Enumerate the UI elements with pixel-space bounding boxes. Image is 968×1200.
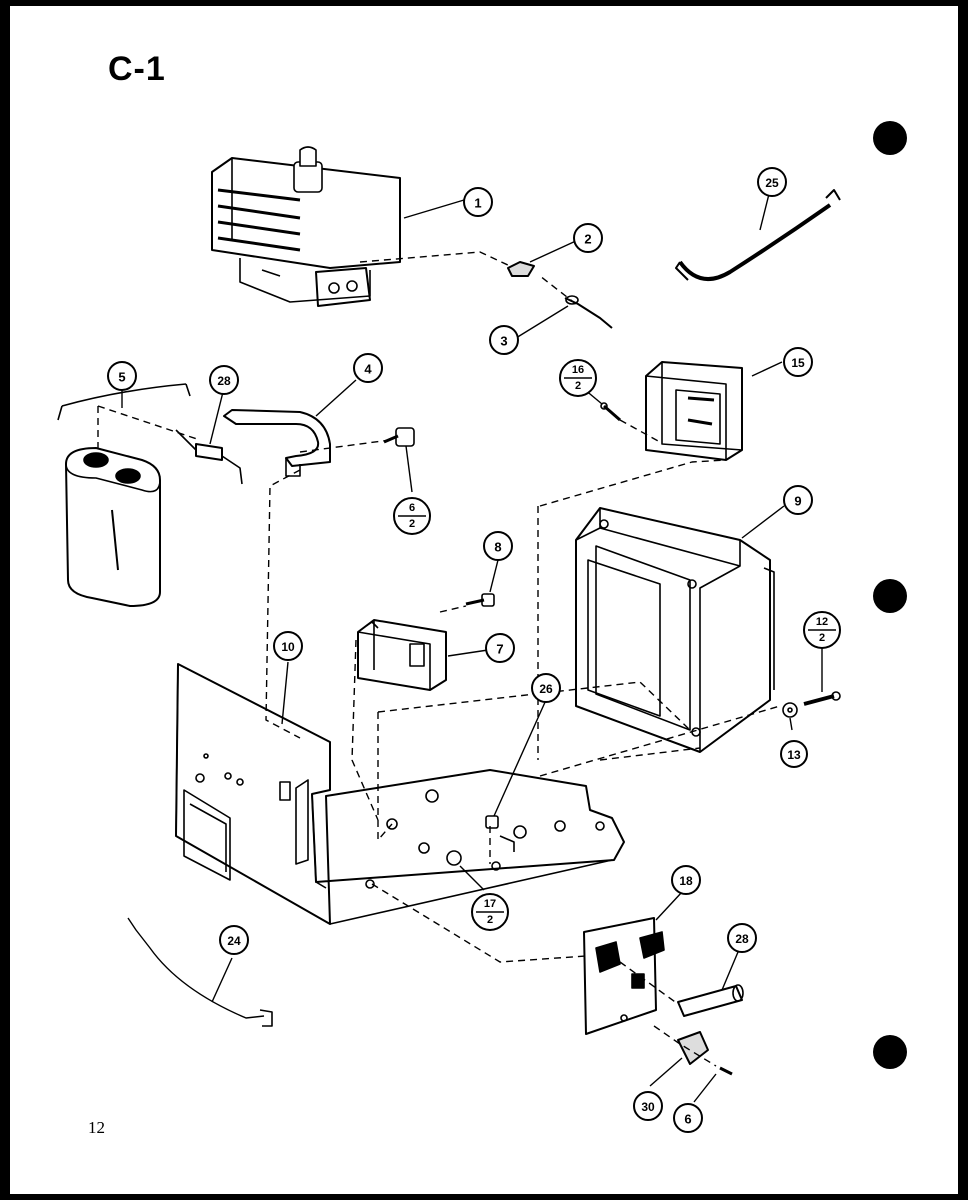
callout-circle — [531, 673, 561, 703]
callout-c16: 162 — [559, 359, 597, 397]
callout-label: 4 — [364, 362, 372, 377]
base-chassis-part — [175, 663, 625, 925]
callout-c6a: 6 — [673, 1103, 703, 1133]
capacitor-bracket-part — [223, 409, 331, 477]
fuse-part — [677, 984, 744, 1017]
callout-c28a: 28 — [209, 365, 239, 395]
callout-circle — [757, 167, 787, 197]
callout-label: 26 — [539, 682, 553, 696]
screw-part — [465, 593, 495, 607]
callout-circle — [483, 531, 513, 561]
callout-c13: 13 — [780, 740, 808, 768]
callout-label: 8 — [494, 540, 501, 555]
screw-part — [485, 815, 499, 829]
hv-capacitor-part — [57, 383, 191, 607]
hv-transformer-part — [575, 507, 775, 753]
callout-label: 2 — [487, 914, 493, 926]
callout-label: 17 — [484, 898, 496, 910]
callout-label: 15 — [791, 356, 805, 370]
callout-label: 28 — [735, 932, 749, 946]
binder-hole-icon — [873, 121, 907, 155]
callout-circle — [783, 485, 813, 515]
callout-label: 9 — [794, 494, 801, 509]
callout-label: 28 — [217, 374, 231, 388]
callout-label: 30 — [641, 1100, 655, 1114]
callout-circle — [273, 631, 303, 661]
callout-c12: 122 — [803, 611, 841, 649]
callout-circle — [633, 1091, 663, 1121]
wire-lead-part — [127, 917, 273, 1027]
callout-label: 6 — [409, 502, 415, 514]
callout-label: 6 — [684, 1112, 691, 1127]
callout-circle — [727, 923, 757, 953]
callout-c6b: 62 — [393, 497, 431, 535]
callout-label: 1 — [474, 196, 481, 211]
callout-label: 25 — [765, 176, 779, 190]
callout-c5: 5 — [107, 361, 137, 391]
callout-label: 10 — [281, 640, 295, 654]
callout-label: 2 — [575, 380, 581, 392]
callout-circle — [489, 325, 519, 355]
callout-circle — [107, 361, 137, 391]
binder-hole-icon — [873, 579, 907, 613]
thermal-cutout-part — [507, 261, 535, 277]
callout-label: 2 — [819, 632, 825, 644]
screw-part — [600, 402, 621, 422]
callout-c4: 4 — [353, 353, 383, 383]
washer-part — [446, 850, 462, 866]
callout-c24: 24 — [219, 925, 249, 955]
screw-part — [803, 691, 841, 706]
page-title: C-1 — [108, 50, 166, 88]
callout-c30: 30 — [633, 1091, 663, 1121]
callout-circle — [463, 187, 493, 217]
fuse-holder-board-part — [583, 917, 665, 1035]
callout-circle — [671, 865, 701, 895]
callout-label: 16 — [572, 364, 584, 376]
callout-label: 3 — [500, 334, 507, 349]
relay-part — [357, 619, 447, 691]
callout-circle — [219, 925, 249, 955]
callout-label: 2 — [409, 518, 415, 530]
callout-circle — [209, 365, 239, 395]
callout-circle — [353, 353, 383, 383]
callout-c2: 2 — [573, 223, 603, 253]
callout-c18: 18 — [671, 865, 701, 895]
fuse-clip-part — [677, 1031, 709, 1065]
callout-label: 7 — [496, 642, 503, 657]
callout-c7: 7 — [485, 633, 515, 663]
callout-c3: 3 — [489, 325, 519, 355]
screw-part — [719, 1066, 733, 1076]
callout-label: 5 — [118, 370, 125, 385]
callout-c28b: 28 — [727, 923, 757, 953]
binder-hole-icon — [873, 1035, 907, 1069]
callout-circle — [780, 740, 808, 768]
callout-label: 2 — [584, 232, 591, 247]
screw-part — [383, 427, 415, 447]
low-voltage-transformer-part — [645, 361, 743, 461]
callout-c17: 172 — [471, 893, 509, 931]
magnetron-part — [211, 146, 401, 307]
callout-c15: 15 — [783, 347, 813, 377]
callout-circle — [673, 1103, 703, 1133]
callout-c10: 10 — [273, 631, 303, 661]
callout-c9: 9 — [783, 485, 813, 515]
hv-diode-part — [175, 429, 243, 485]
callout-label: 12 — [816, 616, 828, 628]
callout-c25: 25 — [757, 167, 787, 197]
callout-c8: 8 — [483, 531, 513, 561]
callout-circle — [783, 347, 813, 377]
callout-c1: 1 — [463, 187, 493, 217]
callout-label: 24 — [227, 934, 241, 948]
callout-label: 13 — [787, 748, 801, 762]
washer-part — [782, 702, 798, 718]
callout-circle — [573, 223, 603, 253]
callout-circle — [485, 633, 515, 663]
callout-label: 18 — [679, 874, 693, 888]
wire-harness-part — [675, 189, 841, 282]
callout-c26: 26 — [531, 673, 561, 703]
page-number: 12 — [88, 1118, 105, 1137]
